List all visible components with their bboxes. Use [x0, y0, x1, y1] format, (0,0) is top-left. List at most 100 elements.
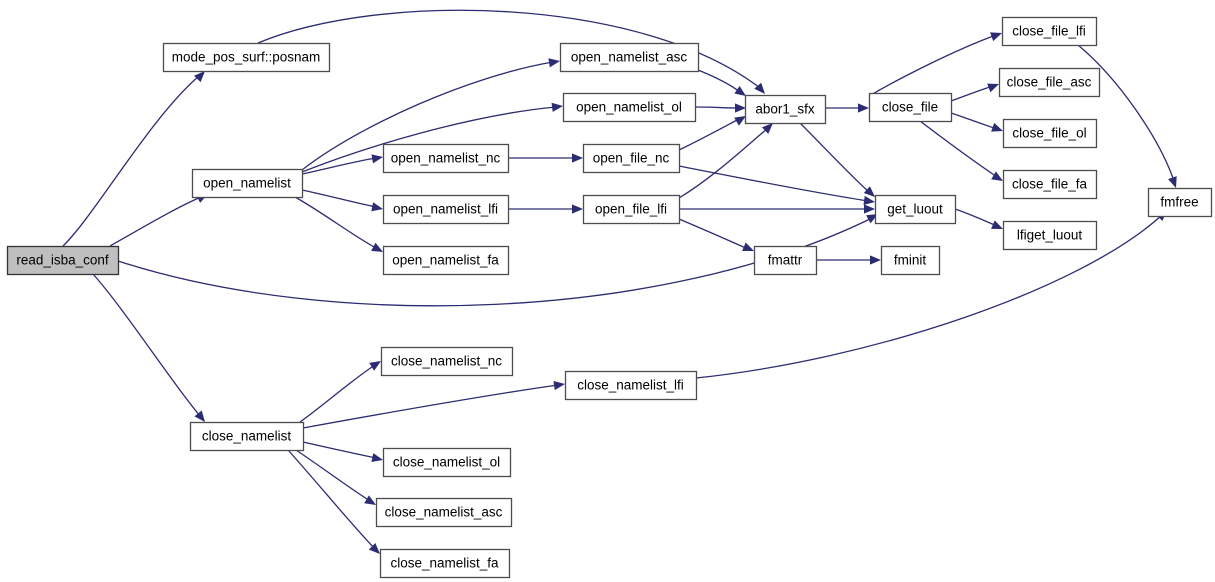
edge-close_namelist-to-close_namelist_nc	[299, 361, 381, 423]
arrowhead-icon	[991, 122, 1003, 132]
node-box[interactable]	[559, 42, 700, 73]
node-box[interactable]	[382, 245, 510, 276]
node-close_file_ol[interactable]: close_file_ol	[1002, 118, 1098, 149]
edge-layer	[62, 9, 1177, 554]
node-box[interactable]	[998, 67, 1101, 98]
node-label: fminit	[894, 253, 927, 268]
node-label: close_namelist	[202, 429, 292, 444]
arrowhead-icon	[193, 71, 205, 83]
node-open_namelist_asc[interactable]: open_namelist_asc	[559, 42, 700, 73]
node-close_file_lfi[interactable]: close_file_lfi	[1001, 16, 1098, 47]
arrowhead-icon	[870, 255, 881, 265]
node-open_file_nc[interactable]: open_file_nc	[582, 143, 681, 174]
node-layer: read_isba_confmode_pos_surf::posnamopen_…	[6, 16, 1213, 579]
edge-open_namelist_ol-to-abor1_sfx	[694, 103, 746, 113]
node-box[interactable]	[379, 548, 511, 579]
arrowhead-icon	[572, 204, 583, 214]
node-close_namelist_fa[interactable]: close_namelist_fa	[379, 548, 511, 579]
node-lfiget_luout[interactable]: lfiget_luout	[1002, 220, 1098, 251]
node-box[interactable]	[6, 245, 120, 276]
node-close_namelist_nc[interactable]: close_namelist_nc	[380, 346, 514, 377]
node-box[interactable]	[162, 42, 331, 73]
node-label: open_namelist_fa	[392, 253, 499, 268]
node-box[interactable]	[1002, 220, 1098, 251]
node-fminit[interactable]: fminit	[880, 245, 941, 276]
arrowhead-icon	[991, 220, 1003, 229]
edge-read_isba_conf-to-close_namelist	[92, 273, 205, 422]
edge-abor1_sfx-to-close_file	[824, 103, 869, 113]
edge-line	[301, 61, 554, 171]
arrowhead-icon	[371, 154, 383, 164]
edge-close_namelist-to-close_namelist_asc	[295, 449, 376, 505]
node-open_namelist_lfi[interactable]: open_namelist_lfi	[382, 194, 510, 225]
edge-line	[257, 9, 761, 89]
arrowhead-icon	[371, 202, 383, 212]
edge-line	[799, 122, 870, 193]
node-box[interactable]	[191, 168, 304, 199]
node-read_isba_conf[interactable]: read_isba_conf	[6, 245, 120, 276]
node-box[interactable]	[562, 92, 697, 123]
arrowhead-icon	[371, 242, 383, 252]
node-close_namelist_lfi[interactable]: close_namelist_lfi	[564, 370, 698, 401]
edge-open_namelist-to-open_namelist_lfi	[301, 189, 383, 212]
node-box[interactable]	[880, 245, 941, 276]
arrowhead-icon	[858, 103, 869, 113]
node-box[interactable]	[1147, 187, 1213, 218]
node-box[interactable]	[1001, 16, 1098, 47]
node-box[interactable]	[582, 143, 681, 174]
node-box[interactable]	[1002, 169, 1098, 200]
node-fmattr[interactable]: fmattr	[753, 245, 818, 276]
node-get_luout[interactable]: get_luout	[874, 194, 957, 225]
node-box[interactable]	[753, 245, 818, 276]
node-open_file_lfi[interactable]: open_file_lfi	[582, 194, 681, 225]
node-close_namelist[interactable]: close_namelist	[189, 421, 305, 452]
node-mode_pos_surf_posnam[interactable]: mode_pos_surf::posnam	[162, 42, 331, 73]
node-label: mode_pos_surf::posnam	[172, 50, 321, 65]
node-box[interactable]	[874, 194, 957, 225]
edge-line	[301, 157, 377, 175]
node-open_namelist_fa[interactable]: open_namelist_fa	[382, 245, 510, 276]
node-box[interactable]	[1002, 118, 1098, 149]
node-close_file_asc[interactable]: close_file_asc	[998, 67, 1101, 98]
edge-line	[950, 85, 994, 102]
edge-line	[678, 165, 869, 202]
node-label: open_namelist_ol	[576, 100, 682, 115]
edge-line	[954, 208, 998, 227]
node-box[interactable]	[582, 194, 681, 225]
node-close_file[interactable]: close_file	[868, 92, 953, 123]
node-label: close_file_asc	[1007, 75, 1092, 90]
arrowhead-icon	[864, 204, 875, 214]
node-box[interactable]	[868, 92, 953, 123]
edge-line	[295, 449, 371, 502]
node-box[interactable]	[744, 94, 827, 125]
node-close_file_fa[interactable]: close_file_fa	[1002, 169, 1098, 200]
edge-open_file_lfi-to-fmattr	[678, 218, 754, 251]
node-box[interactable]	[380, 346, 514, 377]
arrowhead-icon	[735, 103, 746, 113]
node-box[interactable]	[382, 447, 512, 478]
node-abor1_sfx[interactable]: abor1_sfx	[744, 94, 827, 125]
node-box[interactable]	[382, 194, 510, 225]
node-open_namelist_nc[interactable]: open_namelist_nc	[382, 143, 510, 174]
edge-line	[287, 449, 376, 550]
node-open_namelist[interactable]: open_namelist	[191, 168, 304, 199]
edge-fmattr-to-fminit	[816, 255, 881, 265]
edge-close_namelist-to-close_namelist_fa	[287, 449, 380, 554]
node-box[interactable]	[375, 497, 513, 528]
edge-line	[678, 218, 749, 250]
node-label: fmattr	[768, 253, 803, 268]
arrowhead-icon	[863, 195, 875, 206]
node-box[interactable]	[189, 421, 305, 452]
edge-line	[697, 69, 741, 93]
node-fmfree[interactable]: fmfree	[1147, 187, 1213, 218]
edge-open_file_nc-to-get_luout	[678, 165, 875, 206]
node-label: close_namelist_ol	[393, 455, 500, 470]
node-close_namelist_ol[interactable]: close_namelist_ol	[382, 447, 512, 478]
arrowhead-icon	[371, 453, 383, 463]
node-open_namelist_ol[interactable]: open_namelist_ol	[562, 92, 697, 123]
node-box[interactable]	[382, 143, 510, 174]
node-close_namelist_asc[interactable]: close_namelist_asc	[375, 497, 513, 528]
edge-line	[109, 196, 202, 247]
arrowhead-icon	[572, 153, 583, 163]
node-box[interactable]	[564, 370, 698, 401]
